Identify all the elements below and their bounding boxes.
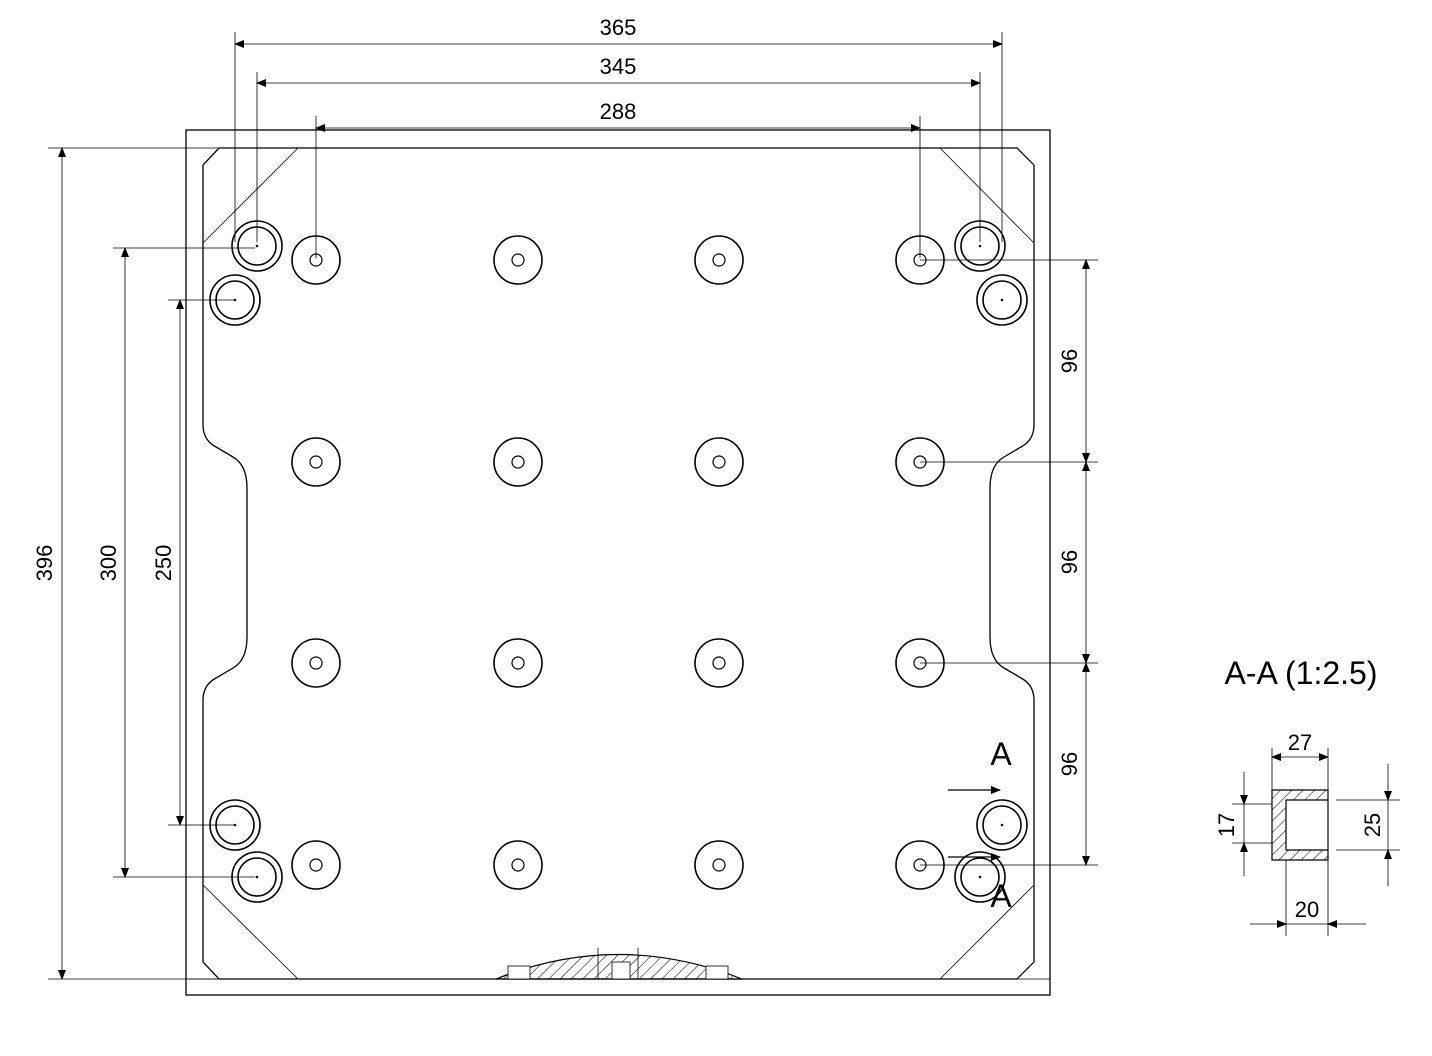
locating-ring — [954, 851, 1006, 903]
section-dim-25: 25 — [1360, 813, 1385, 837]
mounting-hole — [291, 638, 341, 688]
dim-365: 365 — [600, 15, 637, 40]
mounting-hole — [694, 235, 744, 285]
mounting-hole — [291, 437, 341, 487]
locating-ring-group — [209, 220, 1028, 903]
mounting-hole — [291, 840, 341, 890]
mounting-hole — [493, 235, 543, 285]
section-dim-17: 17 — [1214, 813, 1239, 837]
section-marker-top: A — [990, 736, 1012, 772]
section-cutaway — [495, 948, 743, 980]
mounting-hole — [694, 840, 744, 890]
dim-288: 288 — [600, 99, 637, 124]
left-dimensions: 396 300 250 — [32, 147, 300, 980]
mounting-hole — [493, 840, 543, 890]
dim-96-a: 96 — [1057, 349, 1082, 373]
dim-96-c: 96 — [1057, 752, 1082, 776]
mounting-hole — [493, 638, 543, 688]
right-dimensions: 96 96 96 — [920, 259, 1098, 866]
section-title: A-A (1:2.5) — [1225, 655, 1378, 691]
top-dimensions: 365 345 288 — [234, 15, 1003, 258]
mounting-hole — [694, 638, 744, 688]
section-dim-27: 27 — [1288, 730, 1312, 755]
dim-96-b: 96 — [1057, 550, 1082, 574]
mounting-hole — [493, 437, 543, 487]
mounting-hole-grid — [291, 235, 945, 890]
dim-250: 250 — [151, 545, 176, 582]
section-marker-bottom: A — [990, 878, 1012, 914]
section-aa-detail: A-A (1:2.5) 27 17 25 20 — [1214, 655, 1400, 936]
mounting-hole — [694, 437, 744, 487]
dim-396: 396 — [32, 545, 57, 582]
section-dim-20: 20 — [1295, 897, 1319, 922]
locating-ring — [976, 799, 1028, 851]
locating-ring — [976, 274, 1028, 326]
dim-300: 300 — [96, 545, 121, 582]
section-markers: A A — [948, 736, 1012, 914]
dim-345: 345 — [600, 54, 637, 79]
